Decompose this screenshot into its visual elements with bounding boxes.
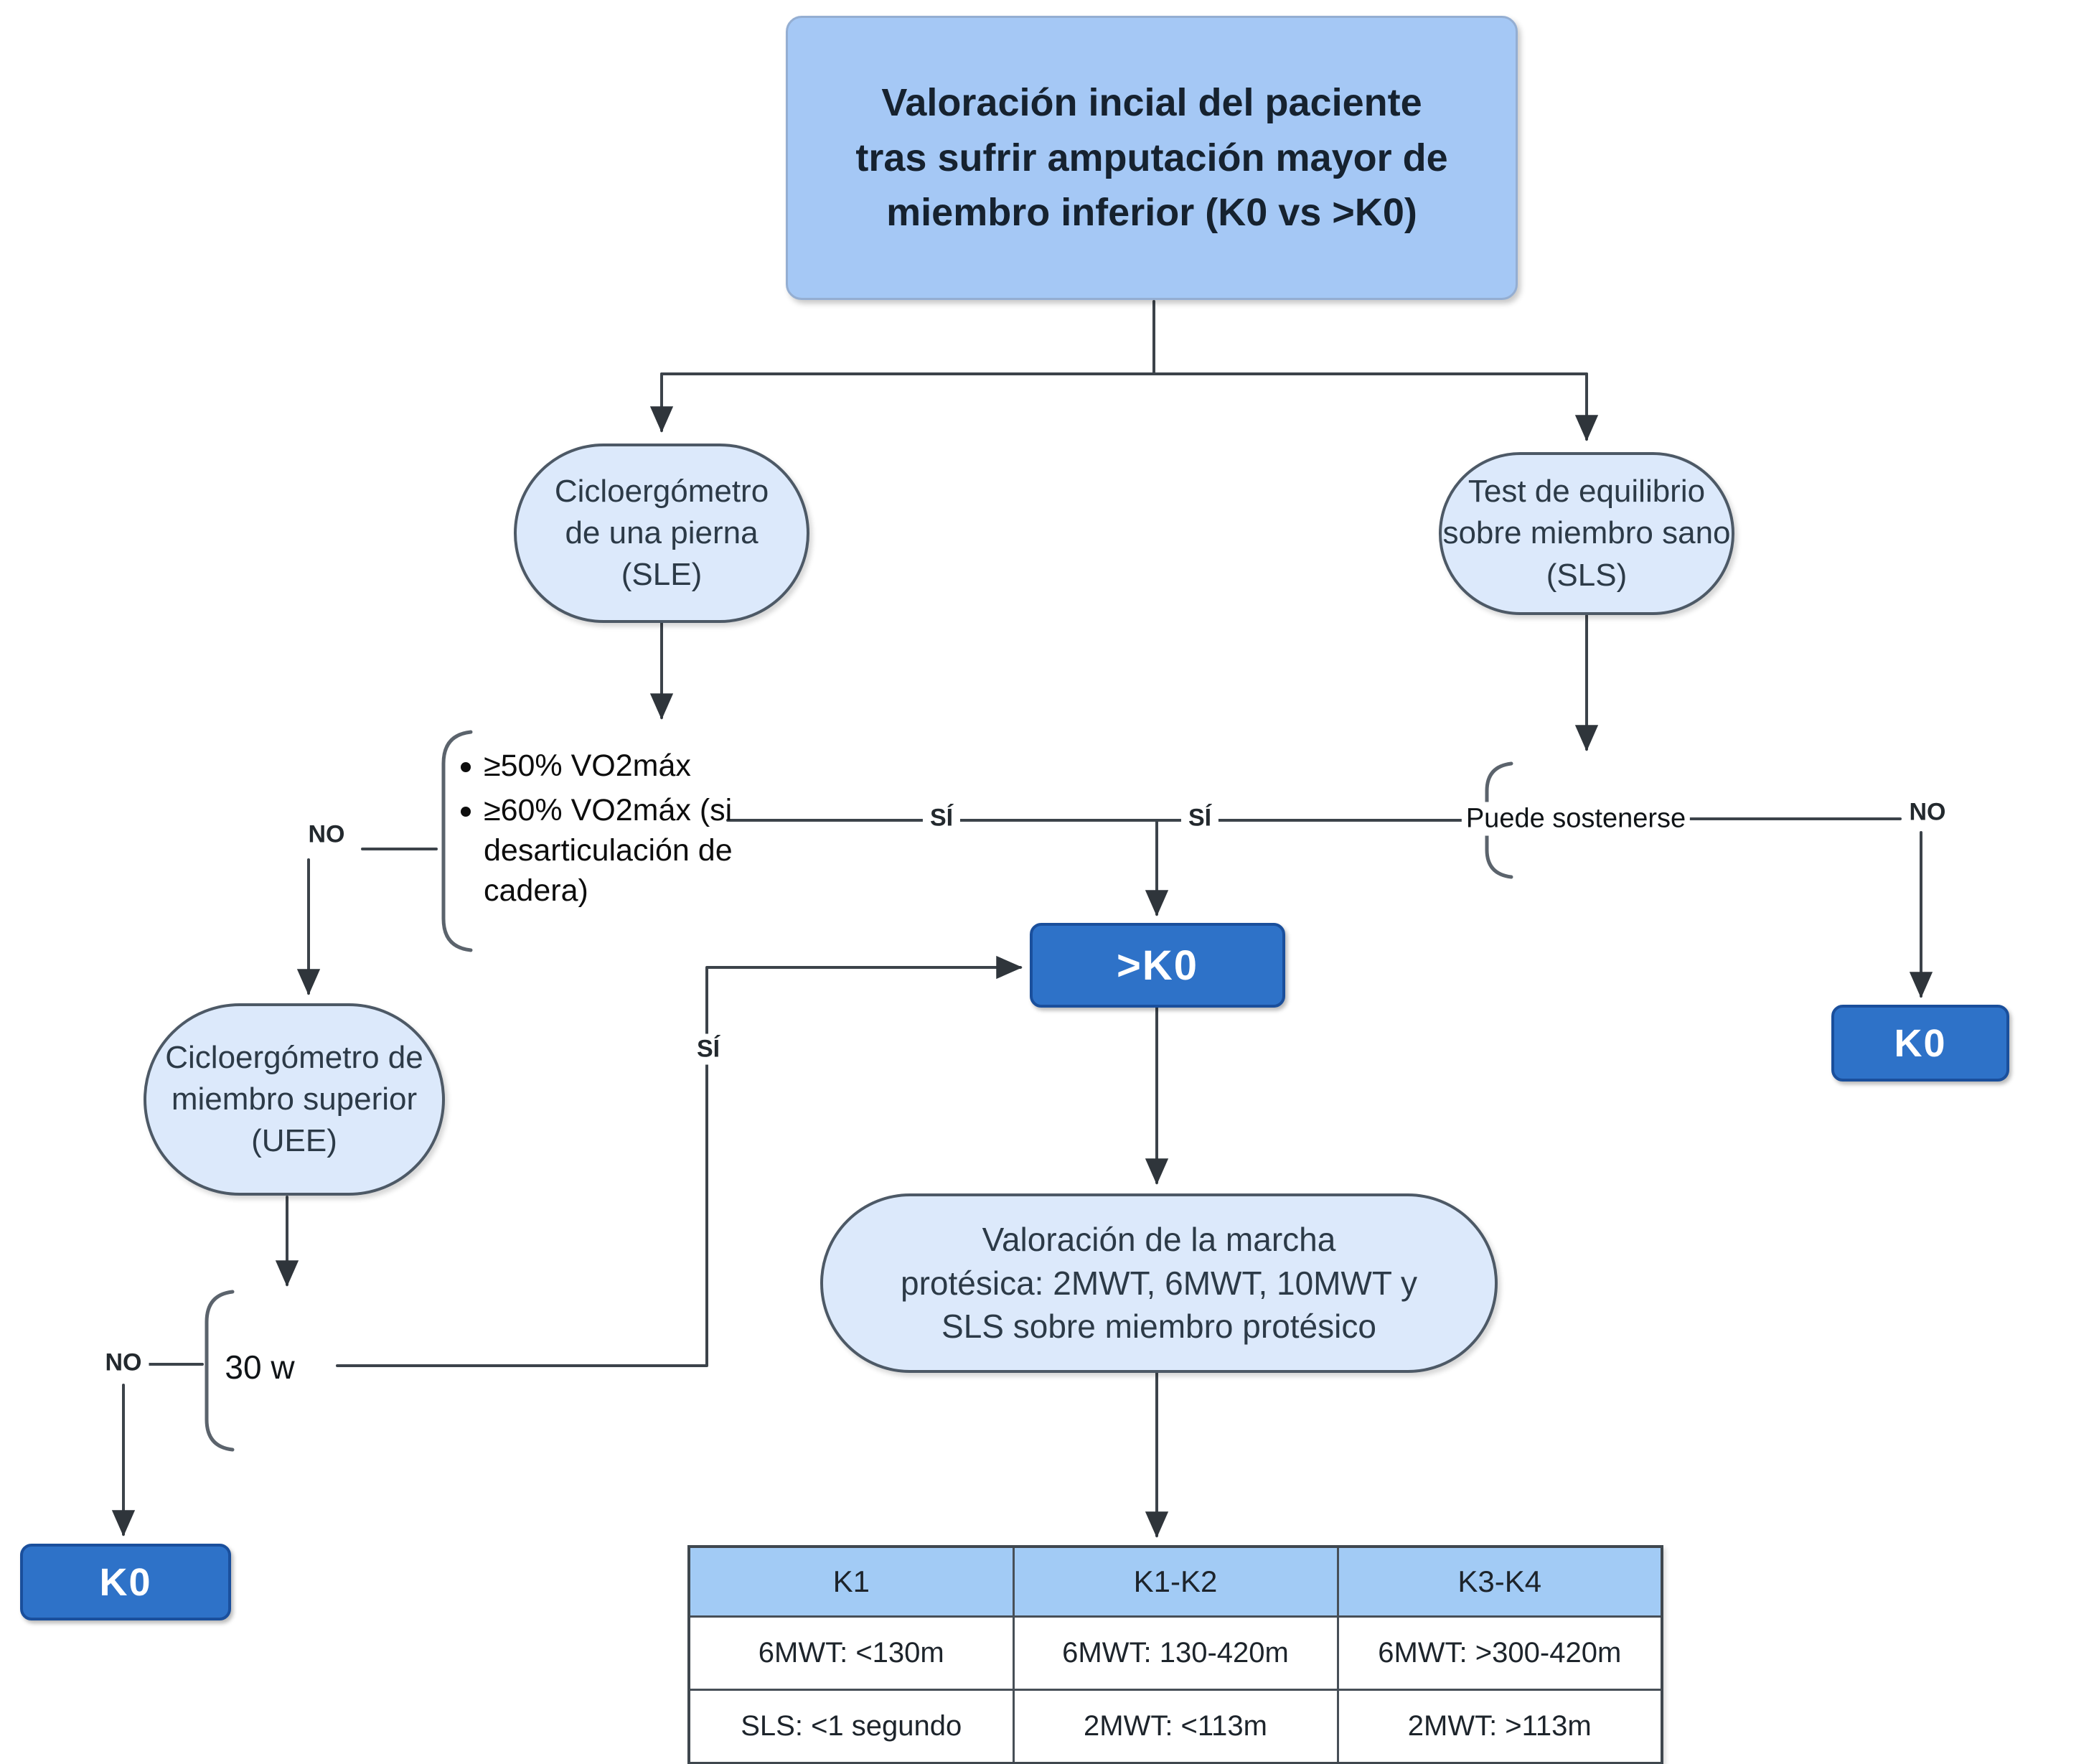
table-header-k3-k4: K3-K4 (1336, 1545, 1663, 1618)
initial-assessment-box: Valoración incial del paciente tras sufr… (786, 16, 1518, 300)
sle-test-node: Cicloergómetro de una pierna (SLE) (514, 444, 809, 623)
criteria-text: ≥50% VO2máx (484, 749, 691, 783)
gait-assessment-node: Valoración de la marcha protésica: 2MWT,… (820, 1193, 1498, 1373)
uee-threshold-text: 30 w (220, 1346, 299, 1388)
table-header-k1: K1 (687, 1545, 1015, 1618)
criteria-item: ≥60% VO2máx (si desarticulación de cader… (461, 791, 863, 911)
edge-label-no-sle: NO (301, 819, 352, 850)
sle-criteria-list: ≥50% VO2máx ≥60% VO2máx (si desarticulac… (461, 746, 863, 916)
table-row: 6MWT: <130m 6MWT: 130-420m 6MWT: >300-42… (687, 1615, 1663, 1691)
uee-test-node: Cicloergómetro de miembro superior (UEE) (144, 1003, 445, 1196)
table-cell: 2MWT: <113m (1012, 1689, 1339, 1764)
table-cell: 6MWT: 130-420m (1012, 1615, 1339, 1691)
sls-check-text: Puede sostenerse (1461, 802, 1691, 836)
table-cell: 6MWT: <130m (687, 1615, 1015, 1691)
table-cell: 6MWT: >300-420m (1336, 1615, 1663, 1691)
edge-label-si-sls: SÍ (1180, 802, 1219, 834)
table-header-k1-k2: K1-K2 (1012, 1545, 1339, 1618)
table-header-row: K1 K1-K2 K3-K4 (687, 1545, 1663, 1618)
k-level-table: K1 K1-K2 K3-K4 6MWT: <130m 6MWT: 130-420… (687, 1545, 1663, 1764)
edge-label-no-uee: NO (98, 1347, 149, 1379)
criteria-text: ≥60% VO2máx (si desarticulación de cader… (484, 792, 733, 908)
edge-label-no-sls: NO (1902, 797, 1953, 828)
result-k0-right-box: K0 (1831, 1005, 2009, 1082)
bullet-icon (461, 806, 471, 817)
bullet-icon (461, 762, 471, 772)
edge-label-si-uee: SÍ (689, 1033, 728, 1065)
edge-label-si-sle: SÍ (922, 802, 961, 834)
sls-test-node: Test de equilibrio sobre miembro sano (S… (1439, 452, 1734, 615)
result-k0-left-box: K0 (20, 1544, 231, 1620)
table-cell: 2MWT: >113m (1336, 1689, 1663, 1764)
result-gt-k0-box: >K0 (1030, 923, 1285, 1008)
table-row: SLS: <1 segundo 2MWT: <113m 2MWT: >113m (687, 1689, 1663, 1764)
table-cell: SLS: <1 segundo (687, 1689, 1015, 1764)
criteria-item: ≥50% VO2máx (461, 746, 863, 787)
